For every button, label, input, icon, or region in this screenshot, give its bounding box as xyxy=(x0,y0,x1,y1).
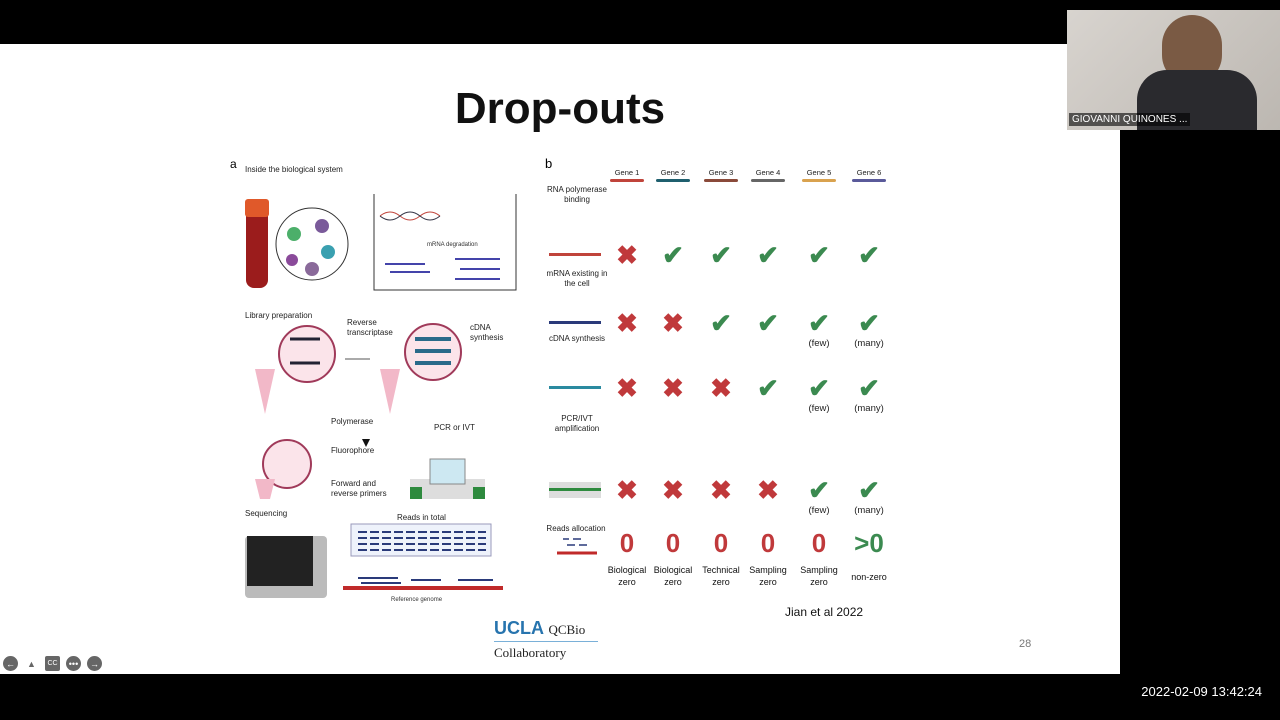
check-icon: ✔ xyxy=(858,475,880,505)
library-preparation-illustration xyxy=(255,323,485,499)
check-icon: ✔ xyxy=(858,308,880,338)
ucla-qcbio-logo: UCLA QCBio Collaboratory xyxy=(494,618,598,661)
gene-bar xyxy=(610,179,644,182)
abundance-note: (many) xyxy=(854,403,884,414)
captions-icon[interactable]: CC xyxy=(45,656,60,671)
read-count: 0 xyxy=(665,528,681,558)
previous-slide-icon[interactable]: ← xyxy=(3,656,18,671)
zero-type-label: Sampling zero xyxy=(749,565,787,587)
primers-label: Forward and reverse primers xyxy=(331,479,387,498)
sequencing-illustration xyxy=(245,523,503,598)
more-options-icon[interactable]: ••• xyxy=(66,656,81,671)
polymerase-label: Polymerase xyxy=(331,417,374,426)
row-label: PCR/IVT amplification xyxy=(554,414,600,433)
row-label: cDNA synthesis xyxy=(548,334,606,343)
gene-header: Gene 4 xyxy=(748,168,788,182)
zero-type-label: Biological zero xyxy=(653,565,693,587)
row-icon xyxy=(549,380,601,396)
row-icon xyxy=(549,247,601,263)
biological-system-illustration: mRNA degradation xyxy=(245,194,517,291)
slide: Drop-outs a Inside the biological system… xyxy=(0,44,1120,674)
zero-type-label: Biological zero xyxy=(607,565,647,587)
row-icon xyxy=(549,482,601,498)
cross-icon: ✖ xyxy=(757,475,779,505)
abundance-note: (many) xyxy=(854,505,884,516)
cross-icon: ✖ xyxy=(662,308,684,338)
section-library-preparation: Library preparation xyxy=(245,311,313,320)
cross-icon: ✖ xyxy=(616,240,638,270)
gene-bar xyxy=(656,179,690,182)
reverse-transcriptase-label: Reverse transcriptase xyxy=(347,318,393,337)
check-icon: ✔ xyxy=(757,240,779,270)
section-biological-system: Inside the biological system xyxy=(245,165,343,174)
read-count: >0 xyxy=(854,528,884,558)
participant-video[interactable]: GIOVANNI QUINONES ... xyxy=(1067,10,1280,130)
read-count: 0 xyxy=(811,528,827,558)
abundance-note: (many) xyxy=(854,338,884,349)
gene-header: Gene 5 xyxy=(799,168,839,182)
slide-controls: ← ▲ CC ••• → xyxy=(3,656,102,671)
page-number: 28 xyxy=(1019,638,1032,650)
section-sequencing: Sequencing xyxy=(245,509,288,518)
gene-bar xyxy=(751,179,785,182)
participant-name: GIOVANNI QUINONES ... xyxy=(1069,113,1191,126)
check-icon: ✔ xyxy=(808,308,830,338)
cross-icon: ✖ xyxy=(662,373,684,403)
cross-icon: ✖ xyxy=(616,373,638,403)
fluorophore-label: Fluorophore xyxy=(331,446,375,455)
row-label: RNA polymerase binding xyxy=(546,185,608,204)
zero-type-label: non-zero xyxy=(851,572,887,582)
zero-type-label: Sampling zero xyxy=(800,565,838,587)
panel-b-letter: b xyxy=(545,156,553,171)
citation: Jian et al 2022 xyxy=(785,605,864,619)
check-icon: ✔ xyxy=(710,240,732,270)
gene-header: Gene 2 xyxy=(653,168,693,182)
check-icon: ✔ xyxy=(808,475,830,505)
read-count: 0 xyxy=(619,528,635,558)
check-icon: ✔ xyxy=(662,240,684,270)
slide-title: Drop-outs xyxy=(454,84,666,133)
cross-icon: ✖ xyxy=(710,373,732,403)
gene-bar xyxy=(802,179,836,182)
row-icon xyxy=(549,315,601,331)
check-icon: ✔ xyxy=(757,308,779,338)
zero-type-label: Technical zero xyxy=(702,565,740,587)
gene-header: Gene 1 xyxy=(607,168,647,182)
row-label: mRNA existing in the cell xyxy=(546,269,608,288)
check-icon: ✔ xyxy=(757,373,779,403)
cross-icon: ✖ xyxy=(616,308,638,338)
reads-in-total-label: Reads in total xyxy=(397,513,446,522)
abundance-note: (few) xyxy=(808,505,830,516)
check-icon: ✔ xyxy=(808,240,830,270)
pcr-ivt-label: PCR or IVT xyxy=(434,423,475,432)
reference-genome-label: Reference genome xyxy=(391,597,443,603)
pointer-icon[interactable]: ▲ xyxy=(27,658,36,669)
abundance-note: (few) xyxy=(808,338,830,349)
gene-bar xyxy=(852,179,886,182)
abundance-note: (few) xyxy=(808,403,830,414)
panel-a-letter: a xyxy=(230,157,237,171)
next-slide-icon[interactable]: → xyxy=(87,656,102,671)
check-icon: ✔ xyxy=(858,373,880,403)
read-count: 0 xyxy=(713,528,729,558)
mrna-degradation-label: mRNA degradation xyxy=(427,242,478,248)
timestamp: 2022-02-09 13:42:24 xyxy=(1141,684,1262,699)
check-icon: ✔ xyxy=(808,373,830,403)
reads-allocation-icon xyxy=(557,538,597,555)
check-icon: ✔ xyxy=(858,240,880,270)
gene-bar xyxy=(704,179,738,182)
gene-header: Gene 3 xyxy=(701,168,741,182)
cdna-synthesis-label: cDNA synthesis xyxy=(470,323,504,342)
cross-icon: ✖ xyxy=(616,475,638,505)
reads-allocation-label: Reads allocation xyxy=(546,524,606,533)
check-icon: ✔ xyxy=(710,308,732,338)
read-count: 0 xyxy=(760,528,776,558)
cross-icon: ✖ xyxy=(662,475,684,505)
gene-header: Gene 6 xyxy=(849,168,889,182)
cross-icon: ✖ xyxy=(710,475,732,505)
